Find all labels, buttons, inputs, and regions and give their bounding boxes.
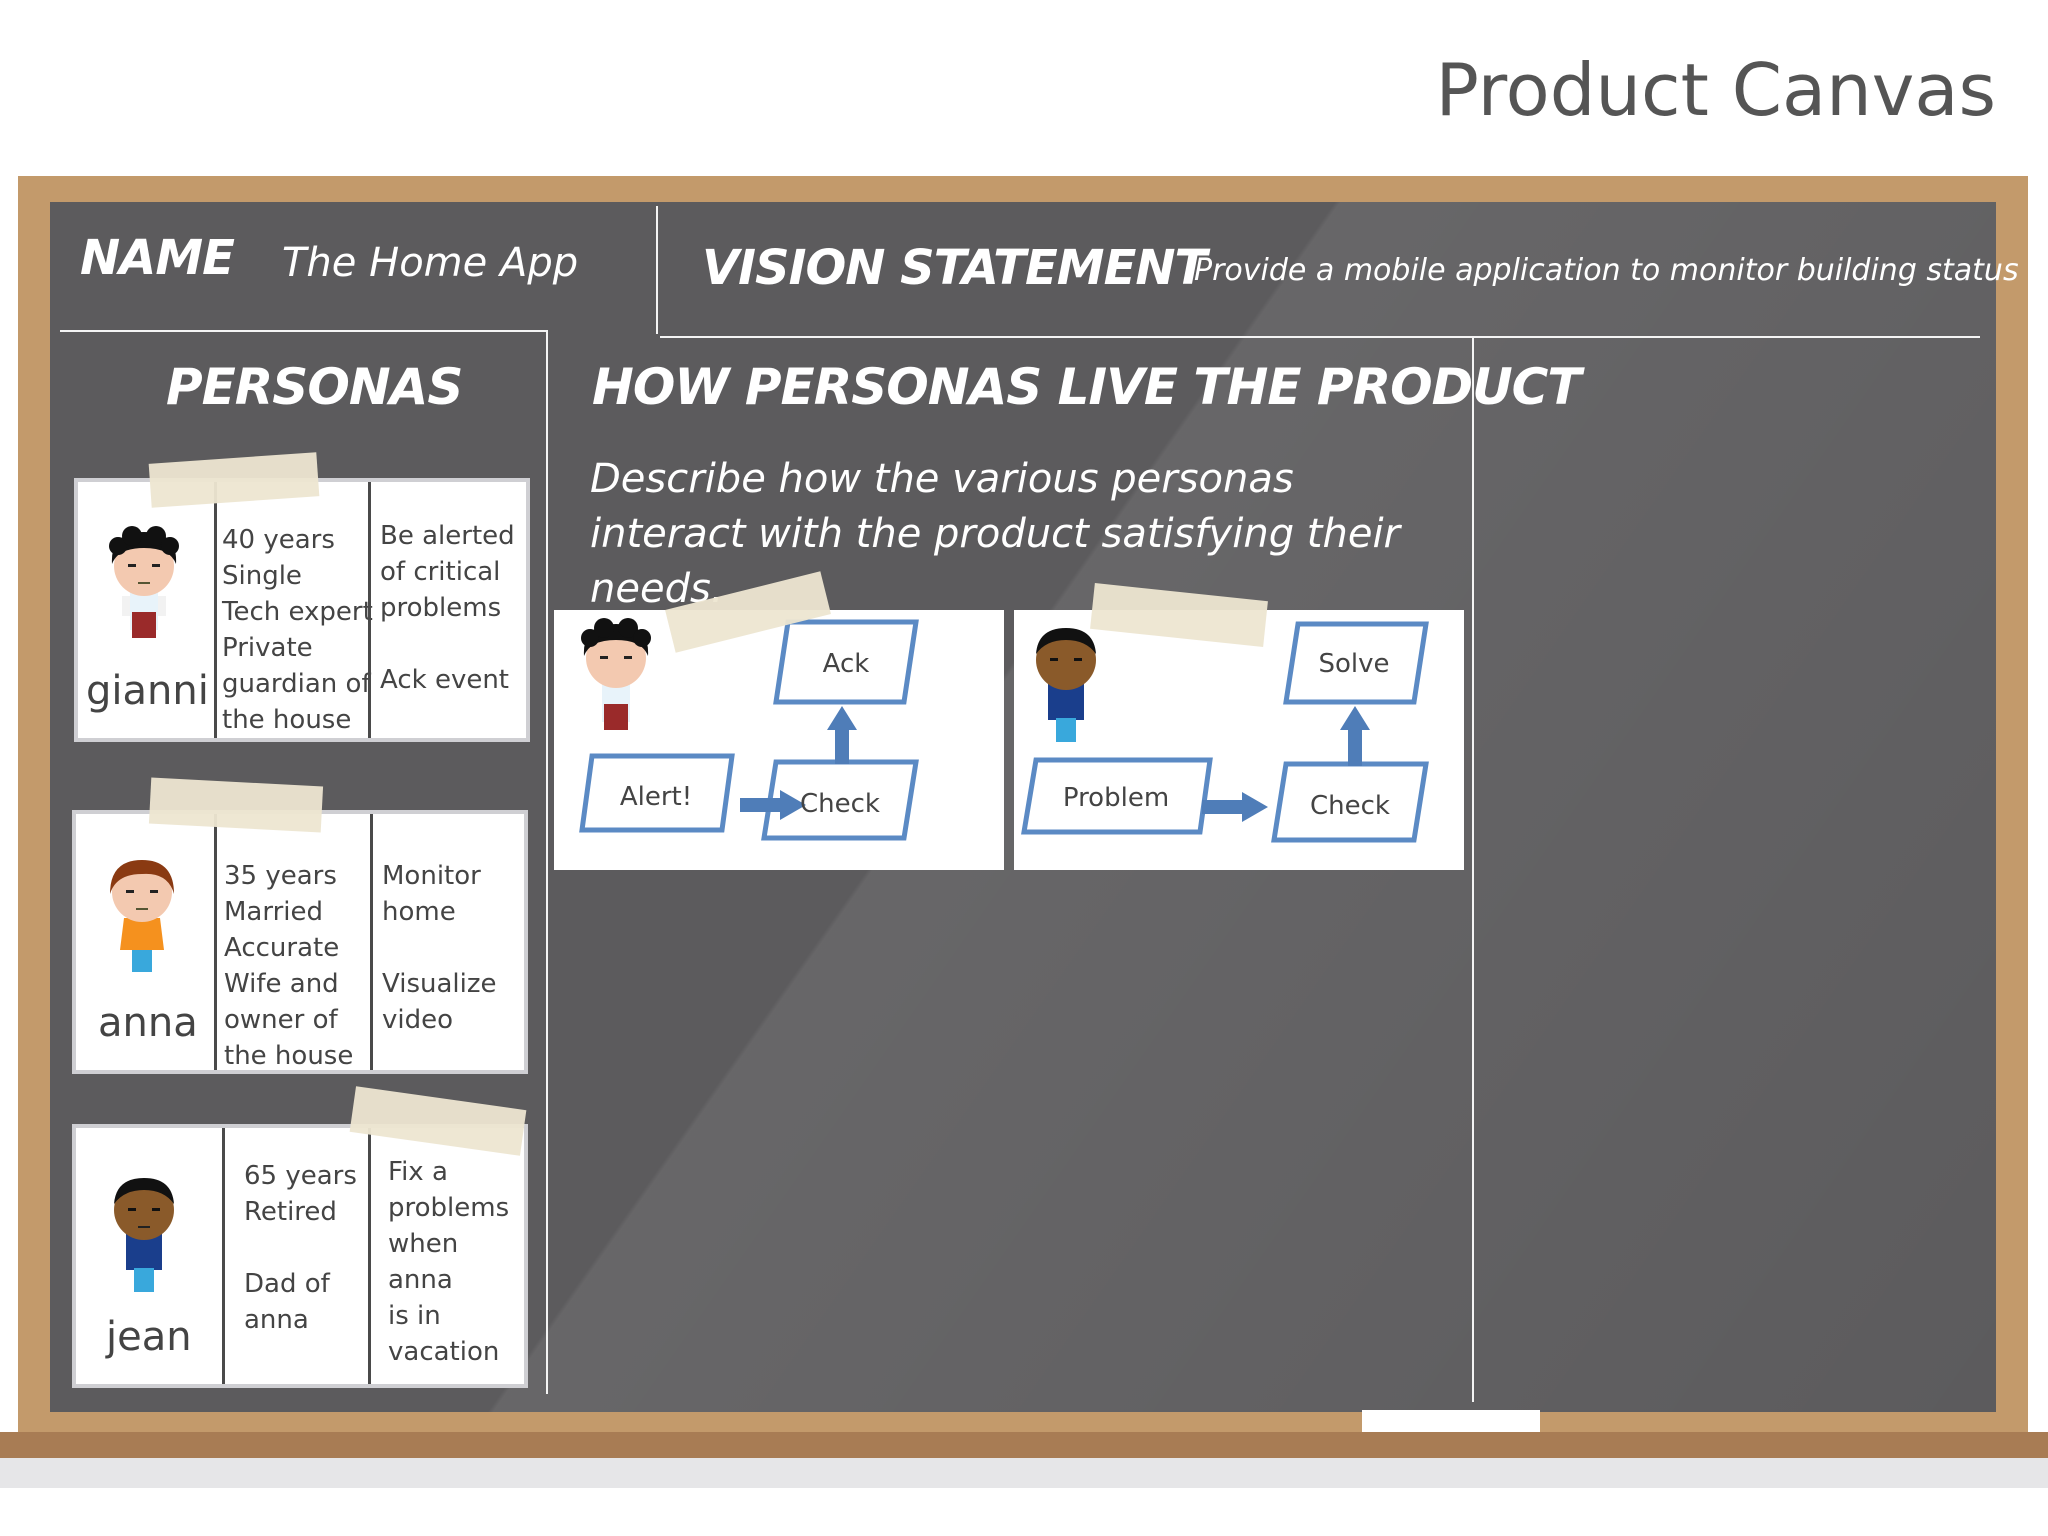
- flow-start-label: Problem: [1063, 783, 1169, 813]
- flow-end-label: Solve: [1318, 649, 1389, 679]
- line-header-divider: [656, 206, 658, 334]
- flow-middle-label: Check: [800, 789, 880, 819]
- arrow-up-icon: [1340, 706, 1370, 766]
- card-separator: [368, 482, 371, 738]
- persona-needs: Fix a problems when anna is in vacation: [388, 1157, 510, 1367]
- flow-box-end: [773, 619, 919, 705]
- persona-details: 40 years Single Tech expert Private guar…: [222, 525, 373, 735]
- flow-end-label: Ack: [823, 649, 870, 679]
- line-personas-divider: [546, 332, 548, 1394]
- line-header-bottom-right: [660, 336, 1980, 338]
- flow-card-gianni: Alert! Check Ack: [554, 610, 1004, 870]
- persona-name: jean: [106, 1314, 192, 1360]
- vision-value: Provide a mobile application to monitor …: [1194, 253, 2019, 288]
- flow-middle-label: Check: [1310, 791, 1390, 821]
- person-avatar-icon: [581, 618, 651, 730]
- how-description: Describe how the various personas intera…: [590, 456, 1400, 612]
- personas-heading: PERSONAS: [166, 358, 463, 416]
- how-heading: HOW PERSONAS LIVE THE PRODUCT: [592, 358, 1581, 416]
- person-avatar-icon: [114, 1178, 174, 1292]
- flow-diagram: Problem Check Solve: [1021, 621, 1429, 843]
- persona-needs: Monitor home Visualize video: [382, 861, 497, 1035]
- card-separator: [214, 814, 217, 1070]
- flow-box-middle: [761, 759, 919, 841]
- person-avatar-icon: [110, 860, 174, 972]
- arrow-right-icon: [740, 790, 806, 820]
- chalk-piece: [1362, 1410, 1540, 1432]
- card-separator: [368, 1128, 371, 1384]
- vision-label: VISION STATEMENT: [702, 240, 1207, 296]
- line-header-bottom-left: [60, 330, 548, 332]
- persona-details: 65 years Retired Dad of anna: [244, 1161, 357, 1335]
- ledge-shadow: [0, 1458, 2048, 1488]
- persona-needs: Be alerted of critical problems Ack even…: [380, 521, 515, 695]
- persona-card-jean: jean 65 years Retired Dad of anna Fix a …: [72, 1124, 528, 1388]
- persona-details: 35 years Married Accurate Wife and owner…: [224, 861, 354, 1071]
- arrow-up-icon: [827, 706, 857, 764]
- persona-card-anna: anna 35 years Married Accurate Wife and …: [72, 810, 528, 1074]
- name-label: NAME: [80, 230, 235, 286]
- card-separator: [370, 814, 373, 1070]
- flow-diagram: Alert! Check Ack: [579, 619, 919, 841]
- card-separator: [222, 1128, 225, 1384]
- arrow-right-icon: [1202, 792, 1268, 822]
- person-avatar-icon: [109, 526, 179, 638]
- name-value: The Home App: [282, 240, 579, 286]
- line-how-divider: [1472, 336, 1474, 1402]
- flow-box-start: [1021, 757, 1213, 835]
- person-avatar-icon: [1036, 628, 1096, 742]
- persona-name: anna: [98, 1000, 198, 1046]
- persona-card-gianni: gianni 40 years Single Tech expert Priva…: [74, 478, 530, 742]
- persona-name: gianni: [86, 668, 209, 714]
- board-ledge: [0, 1432, 2048, 1458]
- flow-box-end: [1283, 621, 1429, 705]
- flow-box-start: [579, 753, 735, 833]
- flow-card-jean: Problem Check Solve: [1014, 610, 1464, 870]
- tape-strip: [148, 777, 324, 833]
- card-separator: [214, 482, 217, 738]
- flow-start-label: Alert!: [620, 782, 692, 812]
- flow-box-middle: [1271, 761, 1429, 843]
- page-title: Product Canvas: [1435, 48, 1996, 132]
